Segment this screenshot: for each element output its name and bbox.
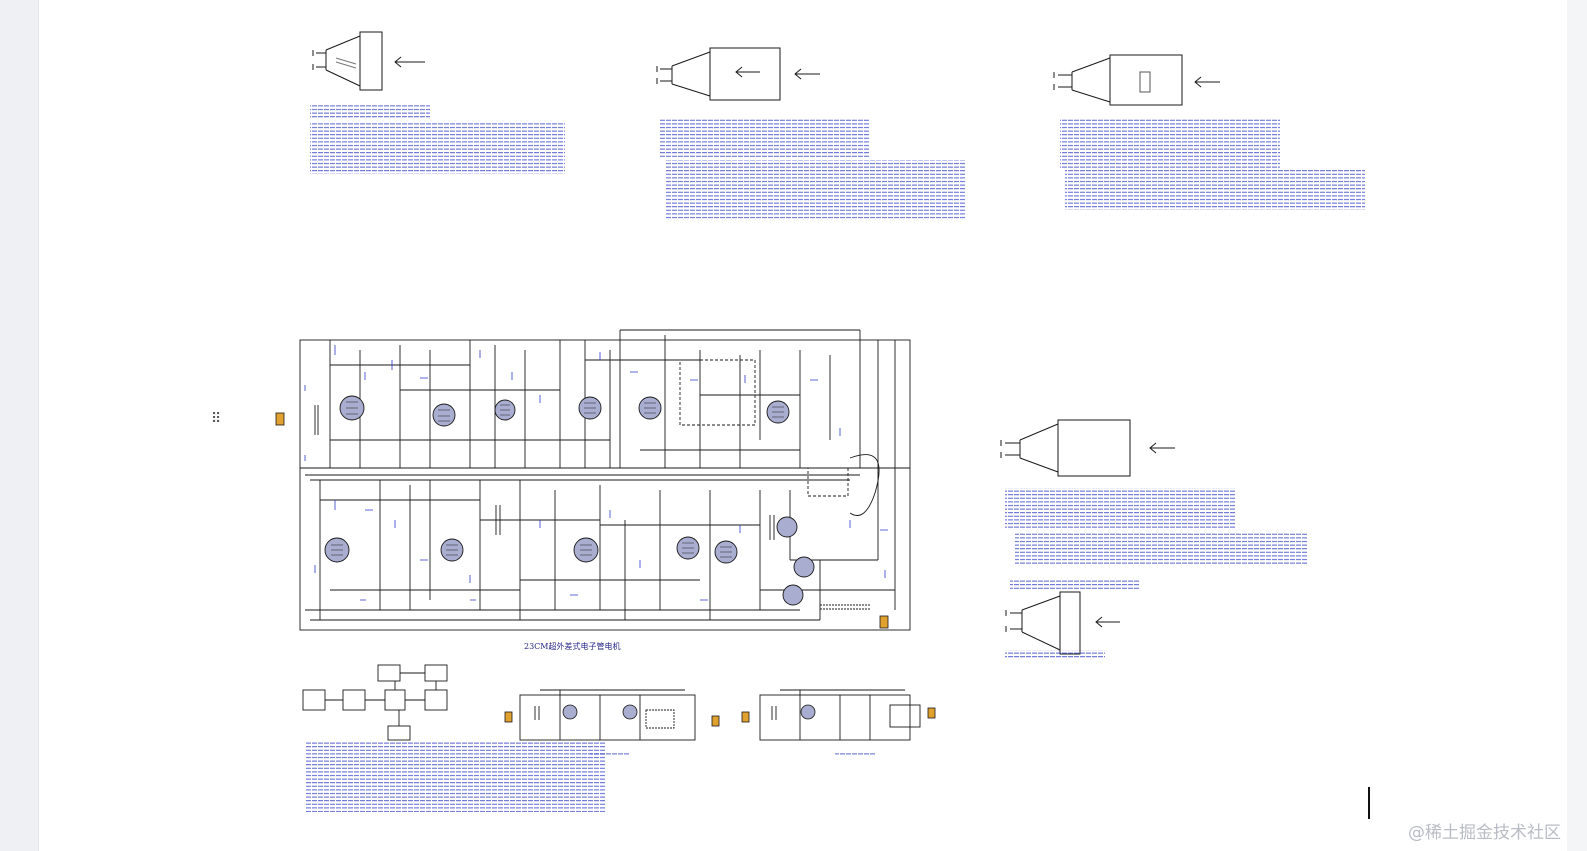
component-marks [304,345,888,601]
connector-icons [275,412,936,727]
left-gutter [0,0,39,851]
annotation-block-6 [305,742,605,812]
right-gutter [1567,0,1587,851]
schematic-canvas [275,31,1365,812]
watermark: @稀土掘金技术社区 [1408,823,1561,843]
annotation-block-5 [1005,580,1140,658]
text-cursor [1368,787,1370,819]
crt-sketch-4 [1000,419,1175,477]
crt-sketch-2 [656,47,820,101]
annotation-block-4 [1005,488,1307,566]
crt-sketch-5 [1005,591,1120,655]
schematic-title: 23CM超外差式电子管电机 [524,642,621,651]
main-schematic [299,329,911,631]
crt-sketch-1 [312,31,425,91]
vacuum-tube-icons [324,395,815,606]
annotation-block-1 [310,105,565,174]
sub-circuit-2 [759,689,921,741]
block-diagram [302,664,448,741]
sub-circuit-2-tubes [800,704,816,720]
drag-handle-icon[interactable]: ⠿ [211,411,221,427]
tube-electrodes [331,401,784,558]
sub-circuit-labels [590,752,875,756]
annotation-block-2 [660,118,965,220]
annotation-block-3 [1060,118,1365,210]
sub-circuit-1-tubes [562,704,638,720]
sub-circuit-1 [519,689,696,741]
crt-sketch-3 [1053,54,1220,106]
